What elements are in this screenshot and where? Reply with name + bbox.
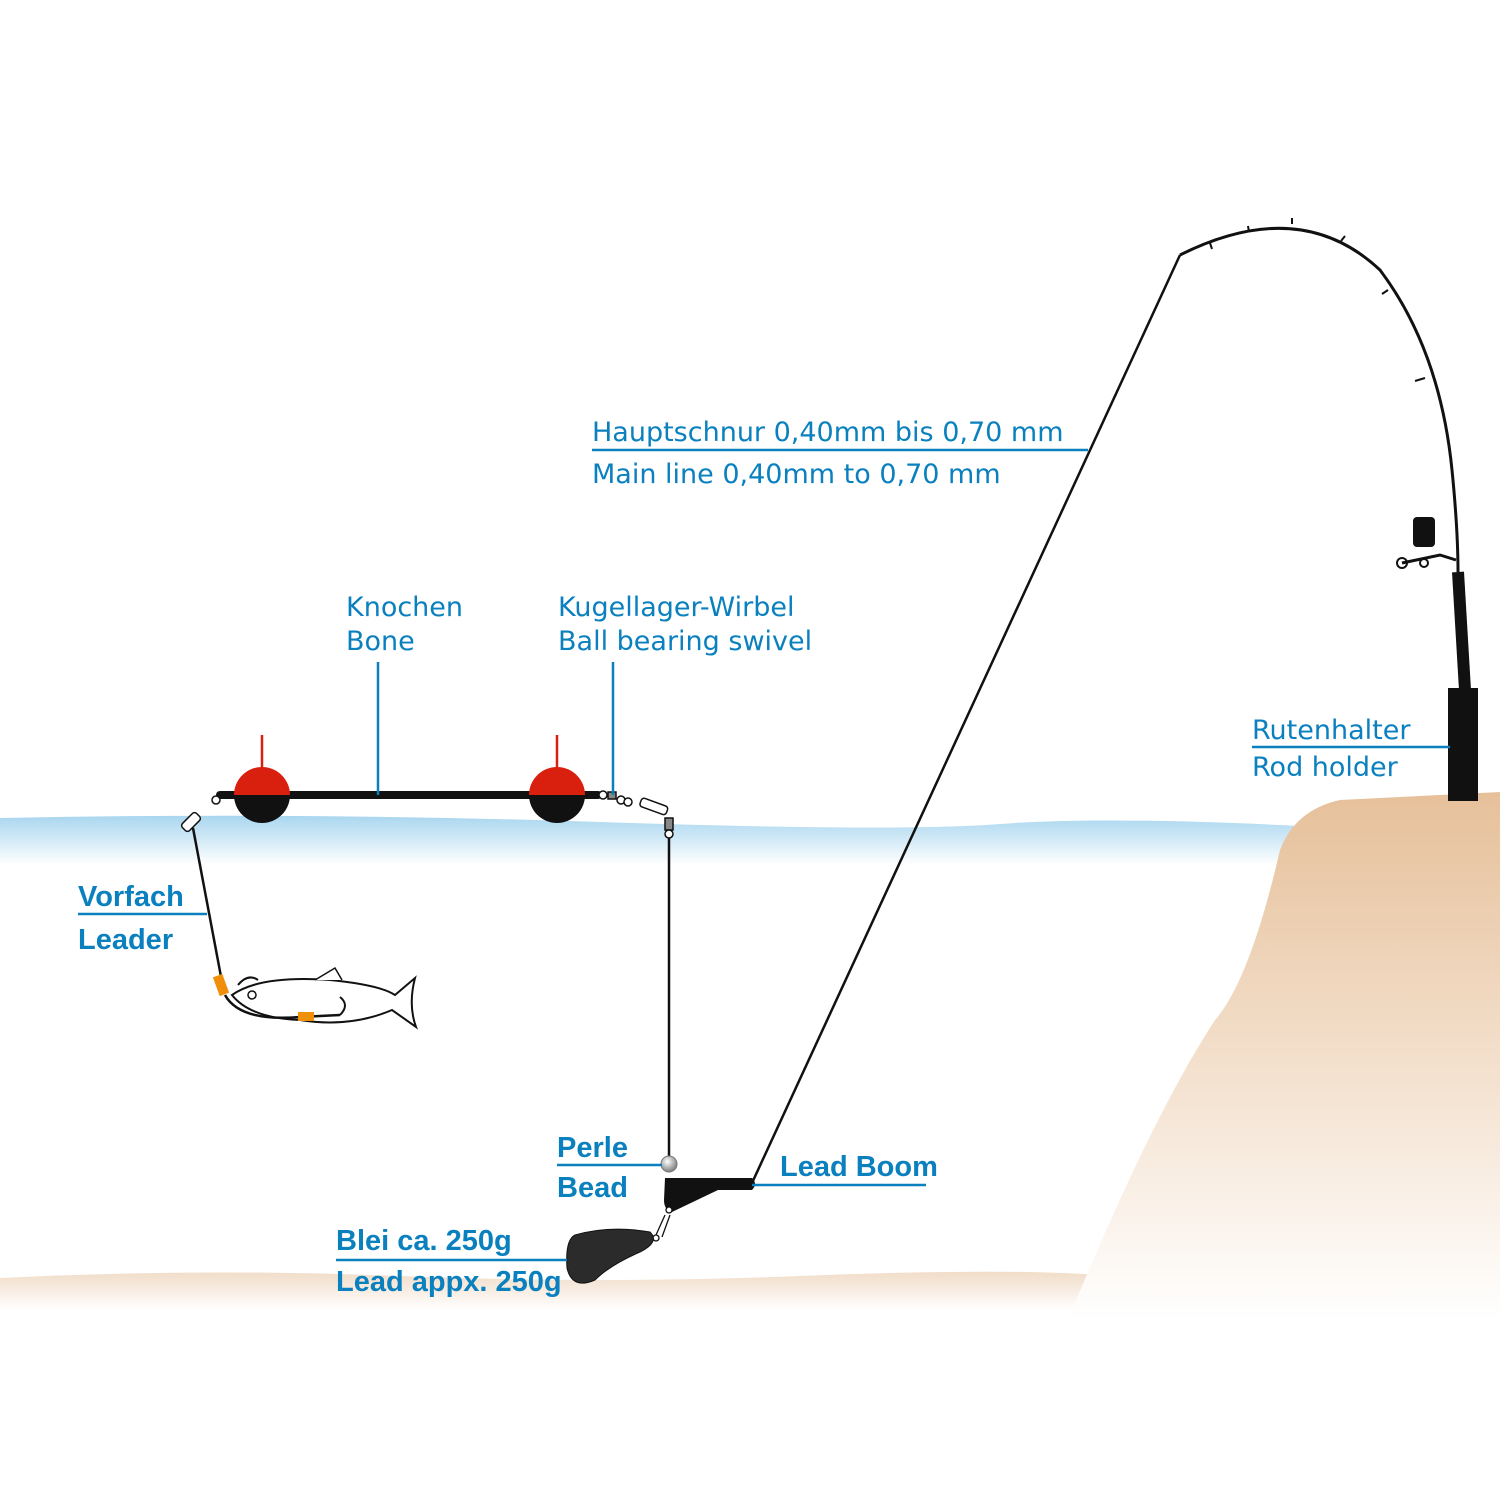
bone-label-de: Knochen — [346, 592, 463, 623]
stopper — [212, 973, 230, 997]
swivel-label-en: Ball bearing swivel — [558, 626, 812, 657]
snap-icon — [652, 1206, 673, 1242]
rod-holder-label-en: Rod holder — [1252, 752, 1399, 783]
ball-bearing-swivel-icon — [598, 790, 674, 839]
main-line-label-en: Main line 0,40mm to 0,70 mm — [592, 459, 1001, 490]
lead-sinker — [566, 1228, 654, 1284]
main-line-label-de: Hauptschnur 0,40mm bis 0,70 mm — [592, 417, 1064, 448]
rod-holder — [1448, 688, 1478, 801]
leader-line — [191, 827, 224, 983]
lead-boom-label: Lead Boom — [780, 1151, 938, 1183]
lead-label-de: Blei ca. 250g — [336, 1225, 512, 1257]
bead-label-de: Perle — [557, 1132, 628, 1164]
lead-boom — [664, 1178, 755, 1212]
reel-icon — [1396, 517, 1457, 569]
leader-swivel-icon — [180, 795, 221, 833]
bead — [660, 1155, 678, 1173]
leader-label-en: Leader — [78, 924, 173, 956]
float-right — [529, 735, 585, 823]
rod-guides-icon — [1209, 218, 1426, 382]
river-bank — [1068, 792, 1500, 1320]
leader-label-de: Vorfach — [78, 881, 184, 913]
water-surface — [0, 815, 1300, 865]
lead-label-en: Lead appx. 250g — [336, 1266, 562, 1298]
swivel-label-de: Kugellager-Wirbel — [558, 592, 795, 623]
bead-label-en: Bead — [557, 1172, 628, 1204]
fishing-rod — [1179, 218, 1471, 691]
bait-fish-icon — [212, 966, 419, 1030]
main-line — [750, 254, 1182, 1184]
bone-label-en: Bone — [346, 626, 415, 657]
float-left — [234, 735, 290, 823]
stopper — [298, 1012, 314, 1021]
rod-holder-label-de: Rutenhalter — [1252, 715, 1411, 746]
lake-bottom — [0, 1271, 1100, 1310]
